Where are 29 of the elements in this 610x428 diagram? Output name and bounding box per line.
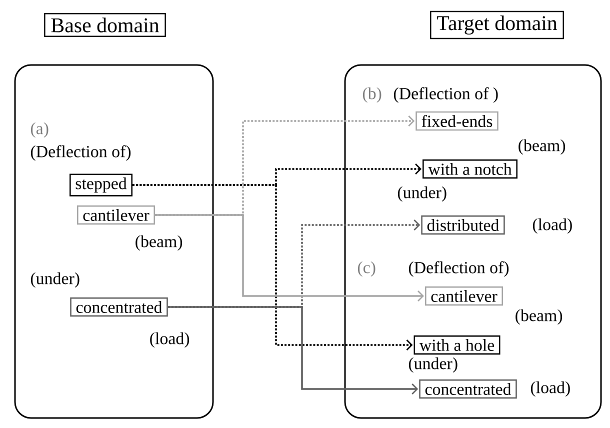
term-box: stepped xyxy=(70,174,132,196)
connector-arrow xyxy=(132,184,413,350)
caption-text: (load) xyxy=(150,332,190,348)
connector-arrow xyxy=(155,214,424,302)
title-box: Base domain xyxy=(44,13,166,37)
caption-text: (a) xyxy=(30,122,48,138)
term-box: with a notch xyxy=(422,159,518,179)
caption-text: (under) xyxy=(30,272,80,288)
caption-text: (b) xyxy=(362,87,382,103)
term-box: distributed xyxy=(421,215,505,235)
term-box: fixed-ends xyxy=(416,111,498,131)
caption-text: (Deflection of) xyxy=(30,145,131,161)
caption-text: (under) xyxy=(408,357,458,373)
caption-text: (beam) xyxy=(518,139,566,155)
caption-text: (beam) xyxy=(516,309,562,325)
term-box: with a hole xyxy=(414,335,500,355)
caption-text: (under) xyxy=(398,186,446,202)
caption-text: (load) xyxy=(530,381,570,397)
caption-text: (c) xyxy=(358,261,376,277)
term-box: concentrated xyxy=(419,379,517,399)
caption-text: (load) xyxy=(532,218,572,234)
title-box: Target domain xyxy=(430,10,564,40)
caption-text: (Deflection of ) xyxy=(394,87,498,103)
term-box: cantilever xyxy=(77,205,156,225)
caption-text: (beam) xyxy=(136,235,182,251)
term-box: concentrated xyxy=(70,297,168,317)
connector-arrow xyxy=(168,306,418,394)
caption-text: (Deflection of) xyxy=(408,261,509,277)
term-box: cantilever xyxy=(425,286,504,306)
